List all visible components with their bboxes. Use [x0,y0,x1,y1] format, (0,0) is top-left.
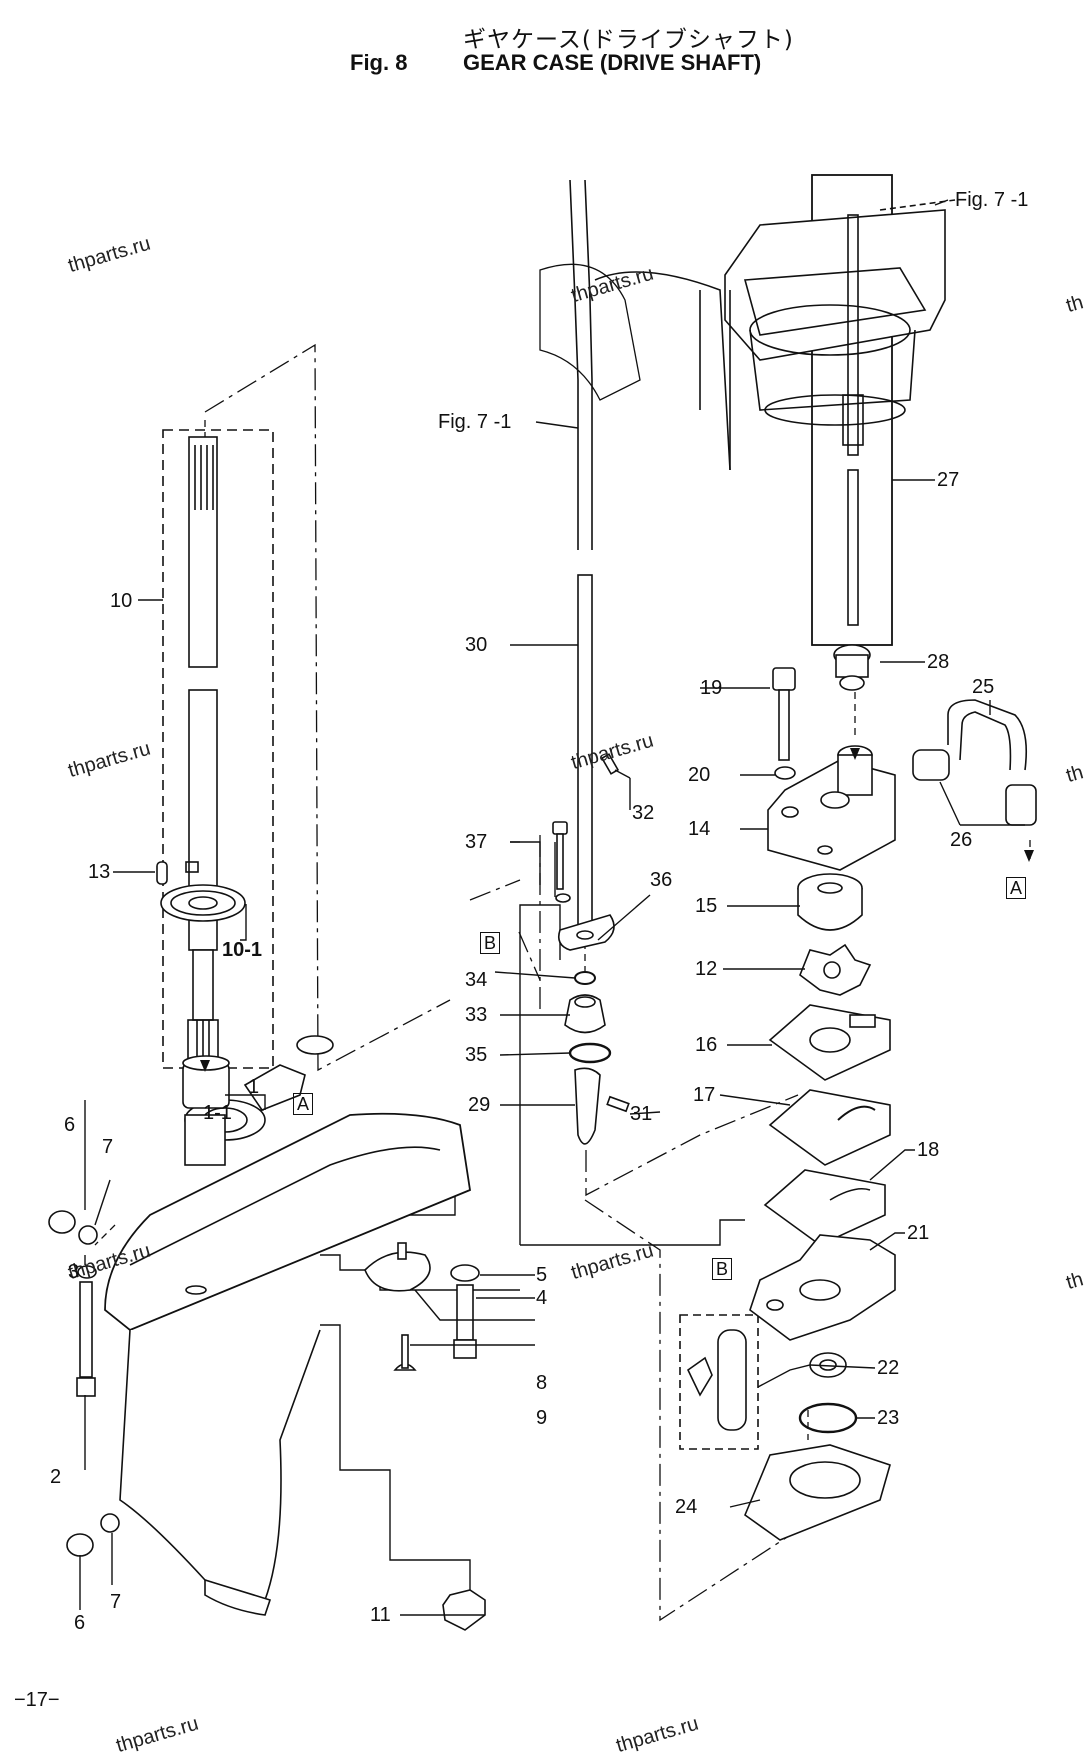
callout-33: 33 [465,1004,488,1026]
callout-18: 18 [917,1139,940,1161]
hose-25-part [912,699,1037,826]
callout-23: 23 [877,1407,900,1429]
figure-number: Fig. 8 [350,50,408,75]
upper-casing-part [724,174,956,646]
callout-2: 2 [50,1466,62,1488]
callout-17: 17 [693,1084,716,1106]
gear-case-part [104,1035,471,1616]
callout-21: 21 [907,1222,930,1244]
pump-insert-detail-box [679,1314,759,1450]
callout-29: 29 [468,1094,491,1116]
callout-32: 32 [632,802,655,824]
callout-15: 15 [695,895,718,917]
insert-detail-part [686,1329,747,1431]
callout-12: 12 [695,958,718,980]
callout-37: 37 [465,831,488,853]
bolt-2-part [79,1281,93,1378]
callout-20: 20 [688,764,711,786]
seal-parts [552,753,630,1145]
fasteners [48,1210,486,1631]
marker-a: A [1006,877,1027,899]
callout-30: 30 [465,634,488,656]
washer-3-part [77,1265,97,1279]
pump-housing-part [767,745,896,871]
bolt-4-part [456,1284,474,1341]
gasket-18-part [763,1169,886,1246]
callout-10-1: 10-1 [222,939,263,961]
callout-19: 19 [700,677,723,699]
plug-6a-part [48,1210,76,1234]
fig-ref-mid: Fig. 7 -1 [438,411,512,433]
marker-b: B [480,932,501,954]
title-japanese: ギヤケース(ドライブシャフト) [463,27,794,53]
pump-case-21-part [749,1234,896,1341]
grommet-28-part [833,644,871,691]
phantom-lines [204,343,799,1622]
insert-cartridge-part [797,873,863,931]
callout-34: 34 [465,969,488,991]
fig-ref-top: Fig. 7 -1 [955,189,1029,211]
callout-1-1: 1-1 [203,1102,232,1124]
callout-16: 16 [695,1034,718,1056]
callout-11: 11 [370,1604,391,1626]
gasket-7b-part [100,1513,120,1533]
impeller-part [799,943,872,996]
callout-36: 36 [650,869,673,891]
o-ring-35-part [568,1042,612,1064]
marker-b: B [712,1258,733,1280]
callout-8: 8 [536,1372,548,1394]
plate-8-part [364,1251,431,1292]
drive-shaft-part [160,436,246,1063]
arrows [200,748,1034,1072]
callout-6: 6 [64,1114,76,1136]
drive-shaft-assembly-box [162,429,274,1069]
callout-35: 35 [465,1044,488,1066]
pinion-11-part [442,1589,486,1631]
callout-5: 5 [536,1264,548,1286]
callout-7: 7 [110,1591,122,1613]
callout-27: 27 [937,469,960,491]
gasket-24-part [744,1444,891,1541]
callout-28: 28 [927,651,950,673]
callout-10: 10 [110,590,133,612]
callout-9: 9 [536,1407,548,1429]
o-ring-23-part [798,1402,858,1434]
pin-13-part [156,861,168,885]
callout-4: 4 [536,1287,548,1309]
callout-25: 25 [972,676,995,698]
figure-title: GEAR CASE (DRIVE SHAFT) [463,50,762,75]
callout-13: 13 [88,861,111,883]
o-ring-34-part [574,971,596,985]
gasket-7a-part [78,1225,98,1245]
washer-5-part [450,1264,480,1282]
callout-24: 24 [675,1496,698,1518]
callout-leaders [79,199,1025,1616]
callout-1: 1 [248,1076,260,1098]
step-lines [250,904,745,1605]
plate-17-part [768,1089,891,1166]
gasket-16-part [768,1004,891,1081]
callout-14: 14 [688,818,711,840]
water-tube-part [539,179,731,931]
marker-a: A [293,1093,314,1115]
bolt-19-part [772,667,796,780]
callout-22: 22 [877,1357,900,1379]
callout-3: 3 [68,1261,80,1283]
callout-6: 6 [74,1612,86,1634]
callout-7: 7 [102,1136,114,1158]
oil-seal-22-part [809,1352,847,1378]
callout-31: 31 [630,1103,653,1125]
page-number: −17− [14,1689,60,1711]
callout-26: 26 [950,829,973,851]
plug-6b-part [66,1533,94,1557]
